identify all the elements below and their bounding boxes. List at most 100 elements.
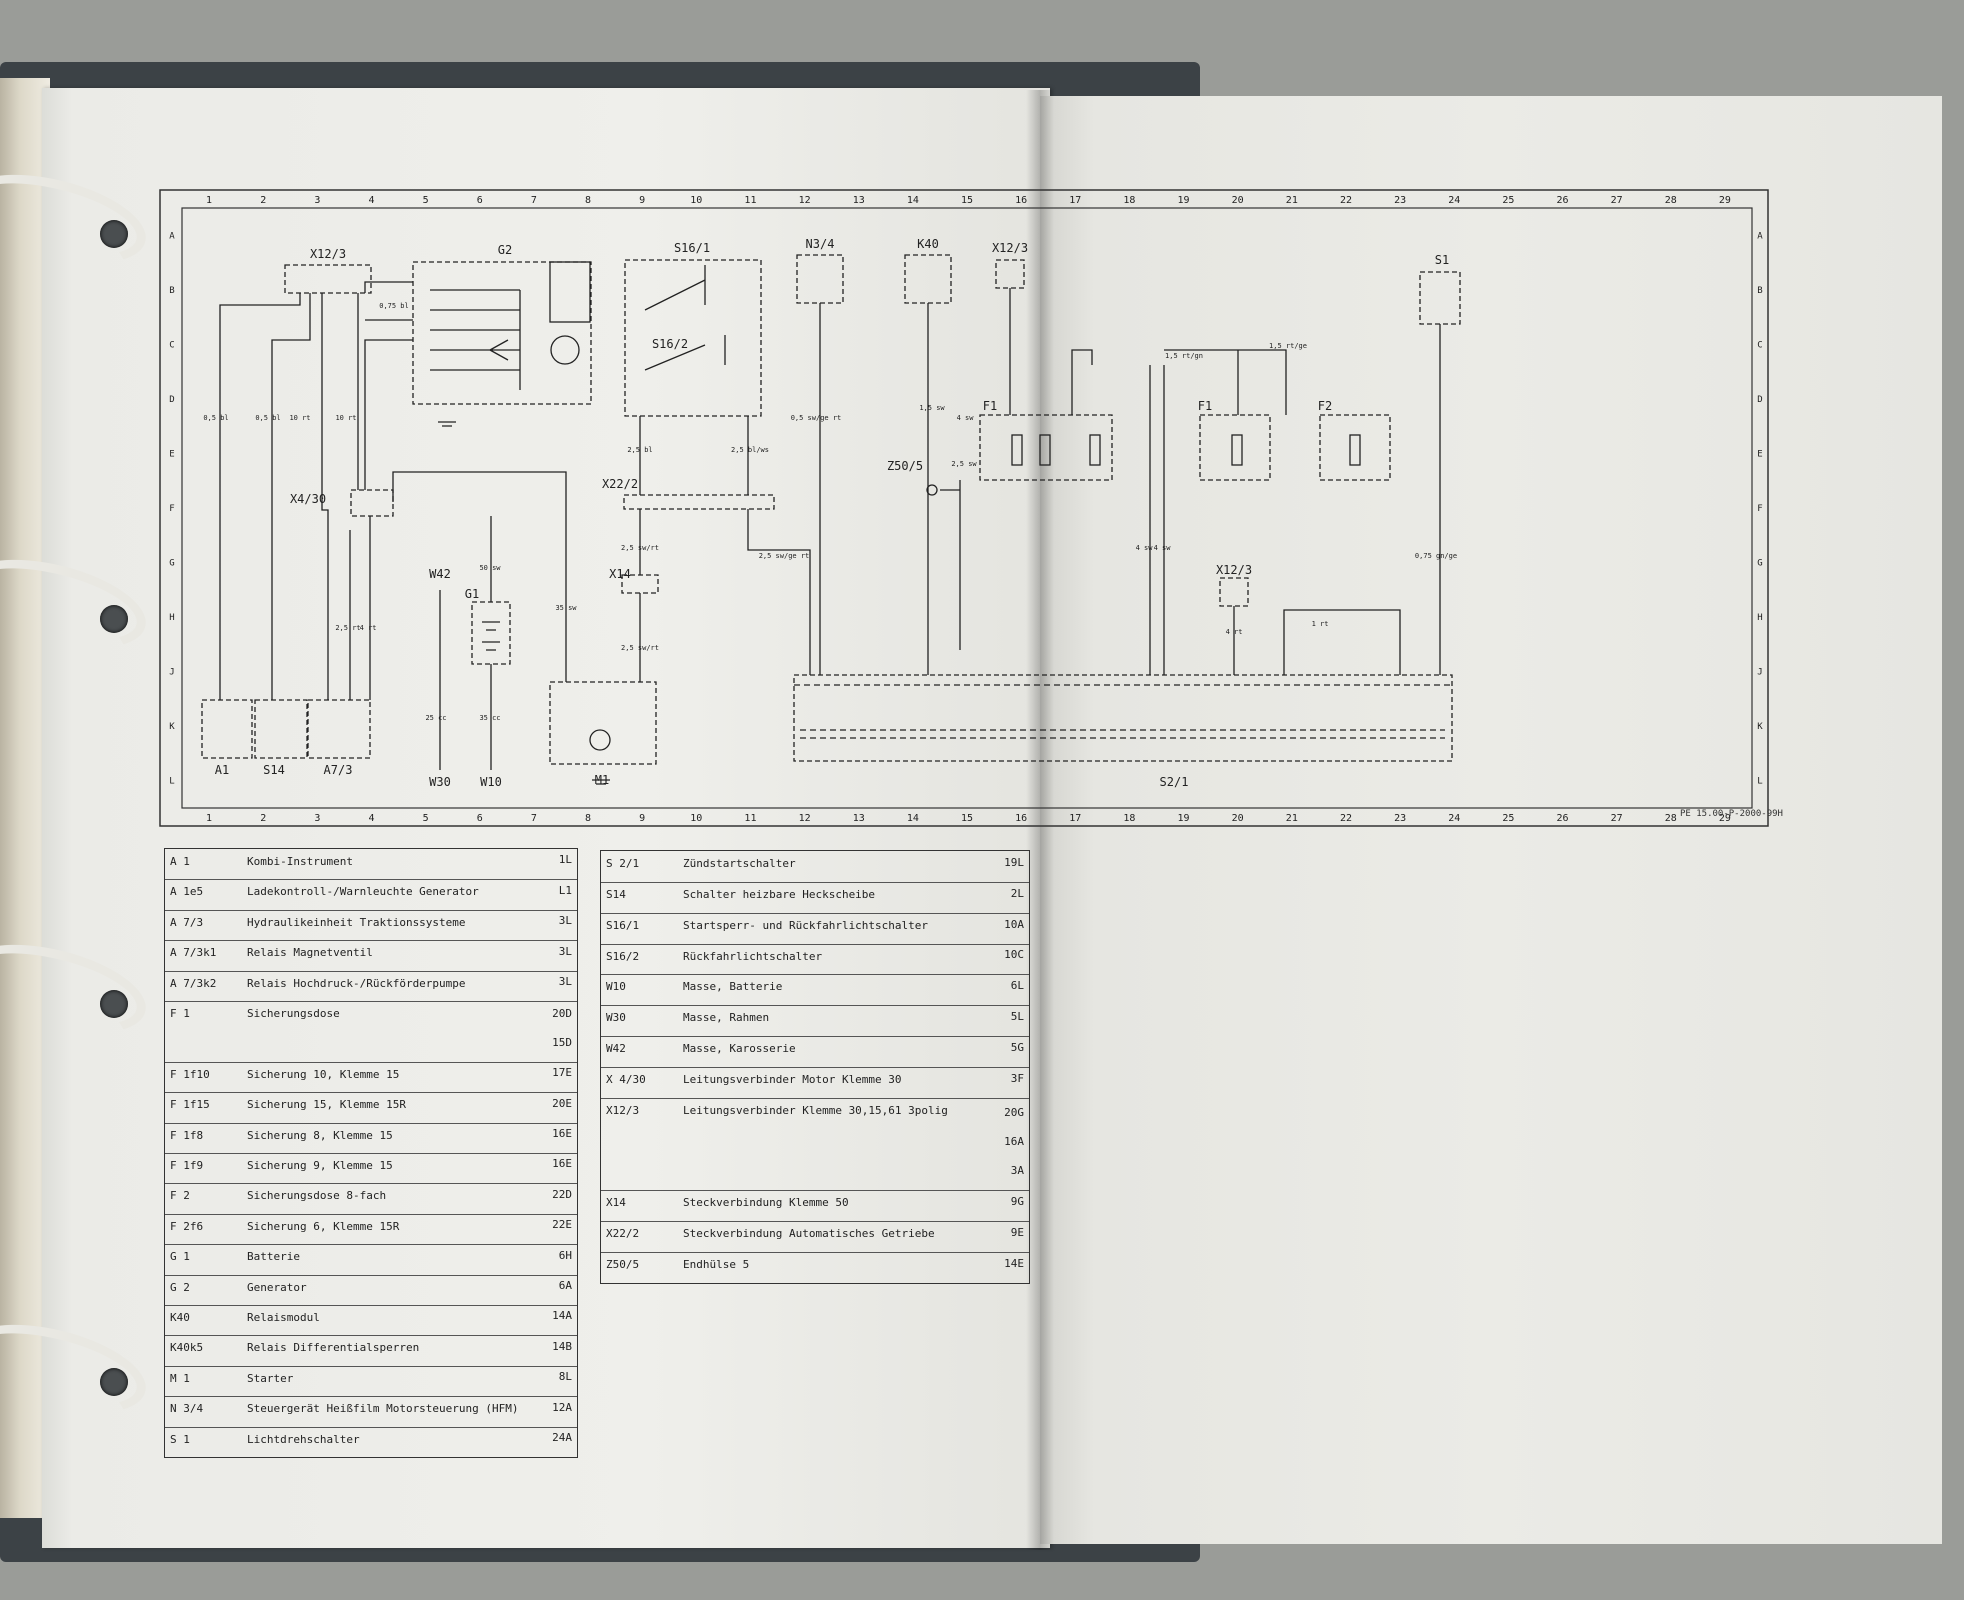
- grid-number: 2: [260, 813, 266, 824]
- right-page: [1040, 96, 1942, 1544]
- component-label: M1: [595, 773, 609, 787]
- generator-regulator: [549, 261, 591, 323]
- legend-grid-reference: 22D: [552, 1180, 572, 1209]
- grid-number: 6: [477, 195, 483, 206]
- component-label: X4/30: [290, 492, 326, 506]
- starter-motor: [589, 729, 611, 751]
- wire-label: 4 rt: [360, 624, 377, 632]
- end-sleeve-z50-5: [926, 484, 938, 496]
- legend-description: Generator: [247, 1280, 307, 1294]
- starter-m1-symbol: [549, 681, 657, 765]
- component-label: W30: [429, 775, 451, 789]
- switch-s16-contacts: [644, 265, 726, 371]
- grid-number: 8: [585, 813, 591, 824]
- wire-label: 10 rt: [289, 414, 310, 422]
- component-label: S16/1: [674, 241, 710, 255]
- grid-reference: 15D: [552, 1035, 572, 1049]
- grid-reference: 19L: [1004, 855, 1024, 869]
- legend-code: N 3/4: [170, 1402, 204, 1416]
- legend-description: Sicherungsdose 8-fach: [247, 1189, 387, 1203]
- legend-code: A 1: [170, 855, 190, 868]
- legend-grid-reference: 9E: [1011, 1218, 1024, 1247]
- wire-label: 1,5 rt/ge: [1269, 342, 1307, 350]
- grid-number: 23: [1394, 813, 1406, 824]
- grid-letter: F: [169, 504, 174, 514]
- component-label: G1: [465, 587, 479, 601]
- legend-code: A 7/3k1: [170, 946, 217, 960]
- grid-number: 26: [1556, 195, 1568, 206]
- grid-number: 1: [206, 195, 212, 206]
- legend-code: G 1: [170, 1250, 190, 1264]
- grid-number: 4: [368, 195, 374, 206]
- connector-x4-30-symbol: [350, 489, 394, 517]
- diagram-outer-frame: [159, 189, 1769, 827]
- grid-number: 12: [799, 813, 811, 824]
- legend-code: F 1f9: [170, 1159, 204, 1172]
- grid-reference: 22E: [552, 1218, 572, 1232]
- legend-code: F 1: [170, 1007, 190, 1020]
- legend-description: Relaismodul: [247, 1311, 320, 1324]
- component-label: S2/1: [1160, 775, 1189, 789]
- grid-number: 29: [1719, 813, 1731, 824]
- grid-letter: B: [169, 286, 174, 296]
- wire-label: 1,5 rt/gn: [1165, 352, 1203, 360]
- grid-number: 14: [907, 195, 919, 206]
- grid-number: 21: [1286, 813, 1298, 824]
- legend-description: Steuergerät Heißfilm Motorsteuerung (HFM…: [247, 1402, 519, 1416]
- legend-description: Sicherung 15, Klemme 15R: [247, 1098, 406, 1112]
- fuse-box-f2: [1319, 414, 1391, 481]
- component-label: X22/2: [602, 477, 638, 491]
- wire-label: 2,5 sw/rt: [621, 644, 659, 652]
- ground-symbol: [438, 421, 456, 427]
- wire-label: 4 rt: [1226, 628, 1243, 636]
- light-switch-s1-symbol: [1419, 271, 1461, 325]
- legend-grid-reference: 5G: [1011, 1033, 1024, 1062]
- wire-label: 35 cc: [479, 714, 500, 722]
- legend-description: Leitungsverbinder Klemme 30,15,61 3polig: [683, 1103, 948, 1117]
- legend-description: Rückfahrlichtschalter: [683, 949, 823, 963]
- legend-code: S16/1: [606, 918, 640, 932]
- ground-symbol: [592, 779, 610, 785]
- legend-code: K40k5: [170, 1341, 204, 1355]
- grid-reference: 14B: [552, 1339, 572, 1353]
- generator-rotor: [550, 335, 580, 365]
- grid-number: 2: [260, 195, 266, 206]
- grid-reference: 14E: [1004, 1256, 1024, 1270]
- grid-reference: 24A: [552, 1430, 572, 1444]
- grid-number: 4: [368, 813, 374, 824]
- ignition-switch-contacts: [794, 684, 1452, 739]
- legend-code: W42: [606, 1042, 626, 1056]
- ignition-switch-s2-1-symbol: [793, 674, 1453, 762]
- wire-label: 0,75 bl: [379, 302, 409, 310]
- grid-number: 17: [1069, 195, 1081, 206]
- legend-description: Masse, Rahmen: [683, 1011, 770, 1025]
- document-code: PE 15.00-P-2000-99H: [1680, 809, 1783, 819]
- component-label: W42: [429, 567, 451, 581]
- grid-reference: 10A: [1004, 917, 1024, 931]
- legend-code: X14: [606, 1196, 626, 1210]
- grid-number: 24: [1448, 813, 1460, 824]
- component-label: X14: [609, 567, 631, 581]
- component-label: F1: [1198, 399, 1212, 413]
- grid-number: 26: [1556, 813, 1568, 824]
- grid-letter: L: [1757, 777, 1762, 787]
- generator-g2-symbol: [412, 261, 592, 405]
- grid-reference: 9E: [1010, 1226, 1024, 1240]
- legend-grid-reference: 17E: [552, 1058, 572, 1087]
- grid-reference: 16E: [552, 1126, 572, 1140]
- legend-code: A 1e5: [170, 885, 204, 899]
- grid-letter: A: [169, 231, 175, 241]
- grid-number: 7: [531, 195, 537, 206]
- grid-reference: 14A: [552, 1309, 572, 1323]
- legend-description: Relais Hochdruck-/Rückförderpumpe: [247, 976, 466, 990]
- grid-number: 28: [1665, 195, 1677, 206]
- grid-letter: D: [1757, 395, 1762, 405]
- grid-number: 24: [1448, 195, 1460, 206]
- legend-description: Lichtdrehschalter: [247, 1432, 360, 1446]
- grid-letter: K: [1757, 722, 1763, 732]
